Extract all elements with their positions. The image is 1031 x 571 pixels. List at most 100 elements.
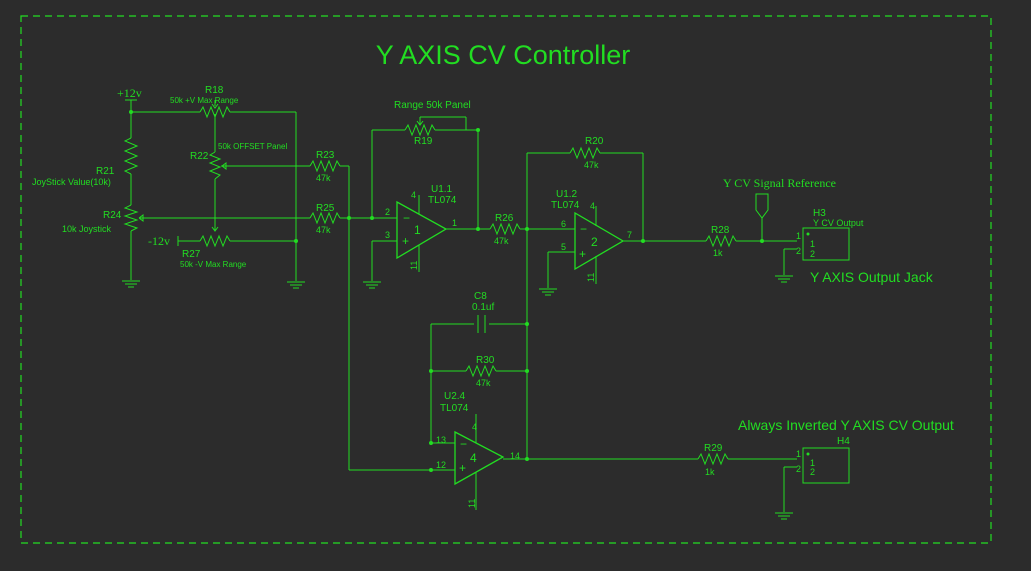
svg-text:Range 50k Panel: Range 50k Panel [394, 100, 471, 111]
power-rail-pos: +12v [117, 86, 142, 101]
ground-symbol-r18 [287, 281, 305, 289]
r26-resistor: R26 47k [489, 213, 521, 246]
svg-text:R28: R28 [711, 225, 730, 236]
op-amp-u1-2: − + 2 U1.2 TL074 6 5 7 4 11 [551, 189, 632, 284]
svg-text:+: + [459, 461, 466, 475]
schematic-title: Y AXIS CV Controller [376, 40, 631, 70]
svg-text:50k +V Max Range: 50k +V Max Range [170, 96, 239, 105]
op-amp-u2-4: − + 4 U2.4 TL074 13 12 14 4 11 [436, 391, 520, 510]
power-rail-neg: -12v [148, 234, 179, 248]
svg-text:1: 1 [414, 223, 421, 237]
svg-text:2: 2 [810, 467, 815, 477]
svg-text:R29: R29 [704, 443, 723, 454]
r29-resistor: R29 1k [697, 443, 729, 477]
svg-text:1k: 1k [705, 467, 715, 477]
svg-text:R27: R27 [182, 249, 201, 260]
svg-text:50k -V Max Range: 50k -V Max Range [180, 260, 247, 269]
r20-resistor: R20 47k [569, 136, 604, 170]
svg-text:2: 2 [796, 464, 801, 474]
svg-text:Y CV Output: Y CV Output [813, 218, 864, 228]
svg-text:JoyStick Value(10k): JoyStick Value(10k) [32, 177, 111, 187]
svg-text:1: 1 [452, 218, 457, 228]
inverted-output-label: Always Inverted Y AXIS CV Output [738, 417, 954, 433]
svg-text:−: − [580, 222, 587, 236]
ground-symbol-h3 [775, 275, 793, 283]
c8-capacitor: C8 0.1uf [472, 291, 494, 333]
svg-text:R26: R26 [495, 213, 514, 224]
svg-text:47k: 47k [316, 173, 331, 183]
rail-neg-label: -12v [148, 234, 170, 248]
y-cv-signal-reference-flag: Y CV Signal Reference [723, 176, 836, 241]
svg-text:13: 13 [436, 435, 446, 445]
svg-text:1k: 1k [713, 248, 723, 258]
r30-resistor: R30 47k [465, 355, 497, 388]
svg-text:0.1uf: 0.1uf [472, 302, 494, 313]
svg-text:Y CV Signal Reference: Y CV Signal Reference [723, 176, 836, 190]
svg-text:+: + [402, 234, 409, 248]
svg-text:5: 5 [561, 242, 566, 252]
r22-potentiometer: R22 50k OFFSET Panel [190, 142, 287, 180]
svg-text:11: 11 [409, 261, 419, 270]
svg-text:U1.1: U1.1 [431, 184, 453, 195]
r27-potentiometer: R27 50k -V Max Range [180, 234, 247, 269]
h4-output-connector: H4 1 1 2 2 [796, 436, 850, 484]
svg-text:7: 7 [627, 230, 632, 240]
svg-text:4: 4 [470, 451, 477, 465]
h3-output-connector: H3 Y CV Output 1 1 2 2 [796, 208, 864, 261]
svg-text:H3: H3 [813, 208, 826, 219]
schematic-border [20, 15, 992, 544]
ground-symbol-u12 [539, 288, 557, 296]
svg-text:U2.4: U2.4 [444, 391, 466, 402]
r28-resistor: R28 1k [705, 225, 737, 258]
svg-text:R24: R24 [103, 210, 122, 221]
svg-text:U1.2: U1.2 [556, 189, 578, 200]
r24-potentiometer: R24 10k Joystick [62, 204, 147, 234]
svg-text:47k: 47k [476, 378, 491, 388]
svg-text:1: 1 [796, 231, 801, 241]
svg-text:47k: 47k [494, 236, 509, 246]
ground-symbol-h4 [775, 512, 793, 520]
svg-text:TL074: TL074 [428, 195, 457, 206]
svg-text:TL074: TL074 [440, 403, 469, 414]
svg-text:H4: H4 [837, 436, 850, 447]
ground-symbol-u11 [363, 281, 381, 289]
svg-text:2: 2 [810, 249, 815, 259]
r25-resistor: R25 47k [309, 203, 341, 235]
svg-text:R20: R20 [585, 136, 604, 147]
svg-text:R18: R18 [205, 85, 224, 96]
svg-text:10k Joystick: 10k Joystick [62, 224, 112, 234]
svg-text:R21: R21 [96, 166, 115, 177]
svg-text:2: 2 [591, 235, 598, 249]
svg-text:1: 1 [810, 458, 815, 468]
svg-text:−: − [460, 437, 467, 451]
svg-text:2: 2 [796, 246, 801, 256]
svg-text:C8: C8 [474, 291, 487, 302]
svg-text:47k: 47k [584, 160, 599, 170]
svg-text:3: 3 [385, 230, 390, 240]
svg-text:6: 6 [561, 219, 566, 229]
svg-text:50k OFFSET Panel: 50k OFFSET Panel [218, 142, 287, 151]
svg-text:R22: R22 [190, 151, 209, 162]
svg-text:47k: 47k [316, 225, 331, 235]
svg-text:14: 14 [510, 451, 520, 461]
svg-text:R25: R25 [316, 203, 335, 214]
svg-text:11: 11 [467, 499, 477, 508]
svg-text:11: 11 [586, 273, 596, 282]
svg-text:−: − [403, 211, 410, 225]
svg-text:4: 4 [590, 201, 595, 211]
svg-text:R30: R30 [476, 355, 495, 366]
svg-text:4: 4 [411, 190, 416, 200]
svg-text:+: + [579, 247, 586, 261]
svg-text:2: 2 [385, 207, 390, 217]
svg-text:1: 1 [810, 239, 815, 249]
svg-text:R19: R19 [414, 136, 433, 147]
svg-text:1: 1 [796, 449, 801, 459]
r21-resistor: R21 JoyStick Value(10k) [32, 137, 139, 187]
r19-potentiometer: Range 50k Panel R19 [394, 100, 471, 147]
rail-pos-label: +12v [117, 86, 142, 100]
ground-symbol-left [122, 280, 140, 288]
output-jack-label: Y AXIS Output Jack [810, 269, 934, 285]
svg-text:TL074: TL074 [551, 200, 580, 211]
svg-text:12: 12 [436, 460, 446, 470]
